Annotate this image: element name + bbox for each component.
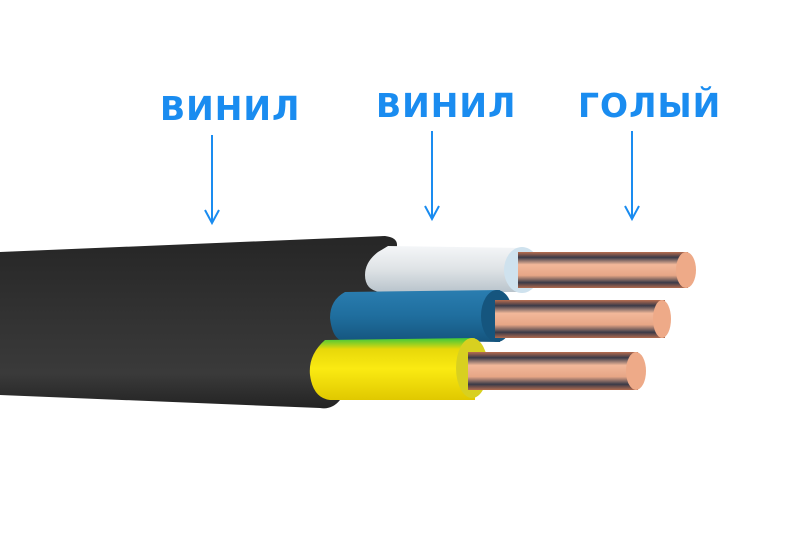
core-white — [365, 246, 696, 293]
outer-jacket — [0, 236, 398, 409]
core-blue — [330, 290, 671, 342]
arrow-core-insulation-icon — [424, 131, 440, 222]
label-outer-jacket: ВИНИЛ — [160, 89, 301, 128]
label-bare-conductor: ГОЛЫЙ — [578, 86, 722, 125]
arrow-bare-conductor-icon — [624, 131, 640, 222]
label-core-insulation: ВИНИЛ — [376, 86, 517, 125]
arrow-outer-jacket-icon — [204, 135, 220, 226]
core-yellow-green — [309, 338, 646, 400]
